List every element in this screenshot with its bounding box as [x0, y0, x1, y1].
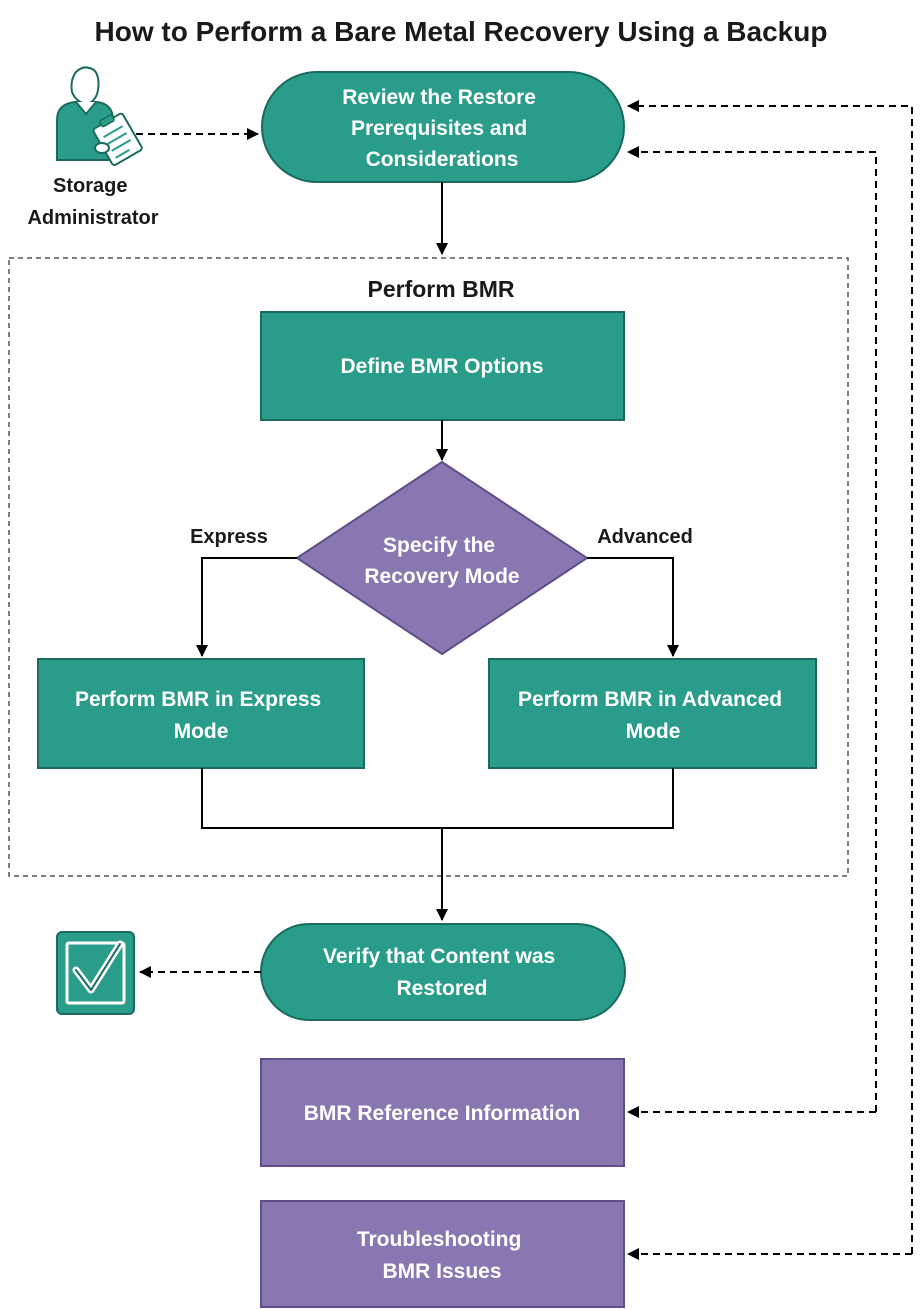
- troubleshooting-line1: Troubleshooting: [357, 1228, 521, 1251]
- advanced-line1: Perform BMR in Advanced: [518, 688, 782, 711]
- advanced-line2: Mode: [626, 720, 681, 743]
- checkbox-checked-icon: [56, 931, 135, 1015]
- actor-label-line1: Storage: [53, 175, 127, 197]
- troubleshooting-line2: BMR Issues: [382, 1260, 501, 1283]
- decision-line2: Recovery Mode: [364, 565, 519, 588]
- svg-text:Troubleshooting BMR Issu: Troubleshooting BMR Issues: [357, 1228, 527, 1283]
- storage-administrator-icon: [56, 66, 143, 166]
- perform-bmr-advanced-node: Perform BMR in Advanced Mode: [488, 658, 817, 769]
- review-line1: Review the Restore: [342, 86, 536, 109]
- review-line2: Prerequisites and: [351, 117, 527, 140]
- troubleshooting-bmr-issues-node: Troubleshooting BMR Issues: [260, 1200, 625, 1308]
- reference-label: BMR Reference Information: [304, 1102, 581, 1125]
- svg-text:Perform BMR in Advanced: Perform BMR in Advanced Mode: [518, 688, 788, 743]
- decision-to-advanced-connector: [587, 557, 679, 657]
- express-advanced-merge-connector: [201, 768, 674, 829]
- perform-bmr-express-node: Perform BMR in Express Mode: [37, 658, 365, 769]
- verify-line2: Restored: [396, 977, 487, 1000]
- troubleshooting-to-review-connector: [627, 100, 913, 1254]
- express-branch-label: Express: [190, 526, 268, 548]
- perform-bmr-group-label: Perform BMR: [368, 276, 515, 302]
- verify-content-node: Verify that Content was Restored: [260, 923, 626, 1021]
- recovery-mode-decision-node: Specify the Recovery Mode: [295, 460, 589, 656]
- diagram-title: How to Perform a Bare Metal Recovery Usi…: [95, 16, 828, 47]
- reference-to-review-connector: [627, 146, 877, 1112]
- express-line1: Perform BMR in Express: [75, 688, 321, 711]
- svg-text:Review the Restore Prere: Review the Restore Prerequisites and Con…: [342, 86, 542, 171]
- verify-line1: Verify that Content was: [323, 945, 555, 968]
- actor-label-line2: Administrator: [27, 207, 158, 229]
- review-prerequisites-node: Review the Restore Prerequisites and Con…: [261, 71, 625, 183]
- svg-text:Specify the Recovery Mod: Specify the Recovery Mode: [364, 534, 519, 588]
- express-line2: Mode: [174, 720, 229, 743]
- define-label: Define BMR Options: [341, 355, 544, 378]
- review-line3: Considerations: [366, 148, 519, 171]
- perform-bmr-group: [8, 257, 849, 877]
- bmr-reference-information-node: BMR Reference Information: [260, 1058, 625, 1167]
- advanced-branch-label: Advanced: [597, 526, 693, 548]
- svg-text:Verify that Content was: Verify that Content was Restored: [323, 945, 561, 1000]
- svg-text:Perform BMR in Express M: Perform BMR in Express Mode: [75, 688, 327, 743]
- decision-line1: Specify the: [383, 534, 495, 557]
- actor-label: Storage Administrator: [27, 175, 158, 229]
- define-bmr-options-node: Define BMR Options: [260, 311, 625, 421]
- decision-to-express-connector: [196, 557, 297, 657]
